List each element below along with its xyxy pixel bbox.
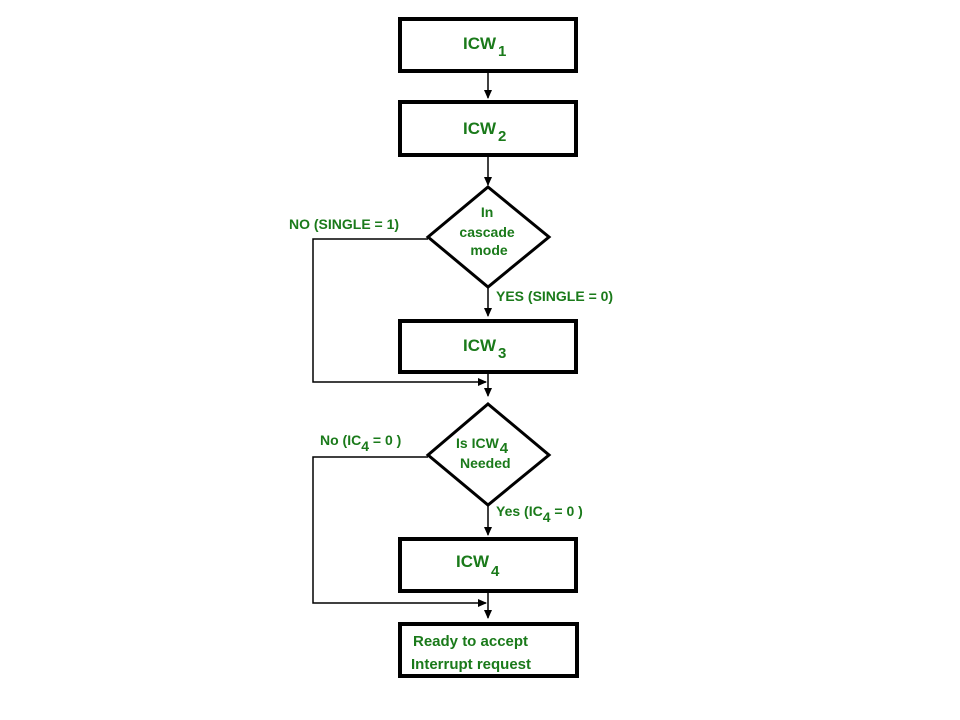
icw3-box: [398, 319, 578, 374]
cascade-yes-label: YES (SINGLE = 0): [496, 288, 613, 304]
icw4-box: [398, 537, 578, 593]
icw4-label: ICW4: [456, 552, 500, 580]
icw4-no-bypass-line: [312, 456, 487, 607]
icw4-yes-label: Yes (IC4 = 0 ): [496, 503, 583, 525]
icw4-needed-label: Is ICW4 Needed: [456, 435, 512, 471]
ready-label: Ready to accept Interrupt request: [411, 633, 532, 673]
ready-box: [398, 622, 579, 678]
cascade-no-bypass-line: [312, 238, 487, 386]
cascade-mode-label: In cascade mode: [459, 204, 518, 258]
icw4-no-label: No (IC4 = 0 ): [320, 432, 401, 454]
cascade-no-label: NO (SINGLE = 1): [289, 216, 399, 232]
icw2-box: [398, 100, 578, 157]
